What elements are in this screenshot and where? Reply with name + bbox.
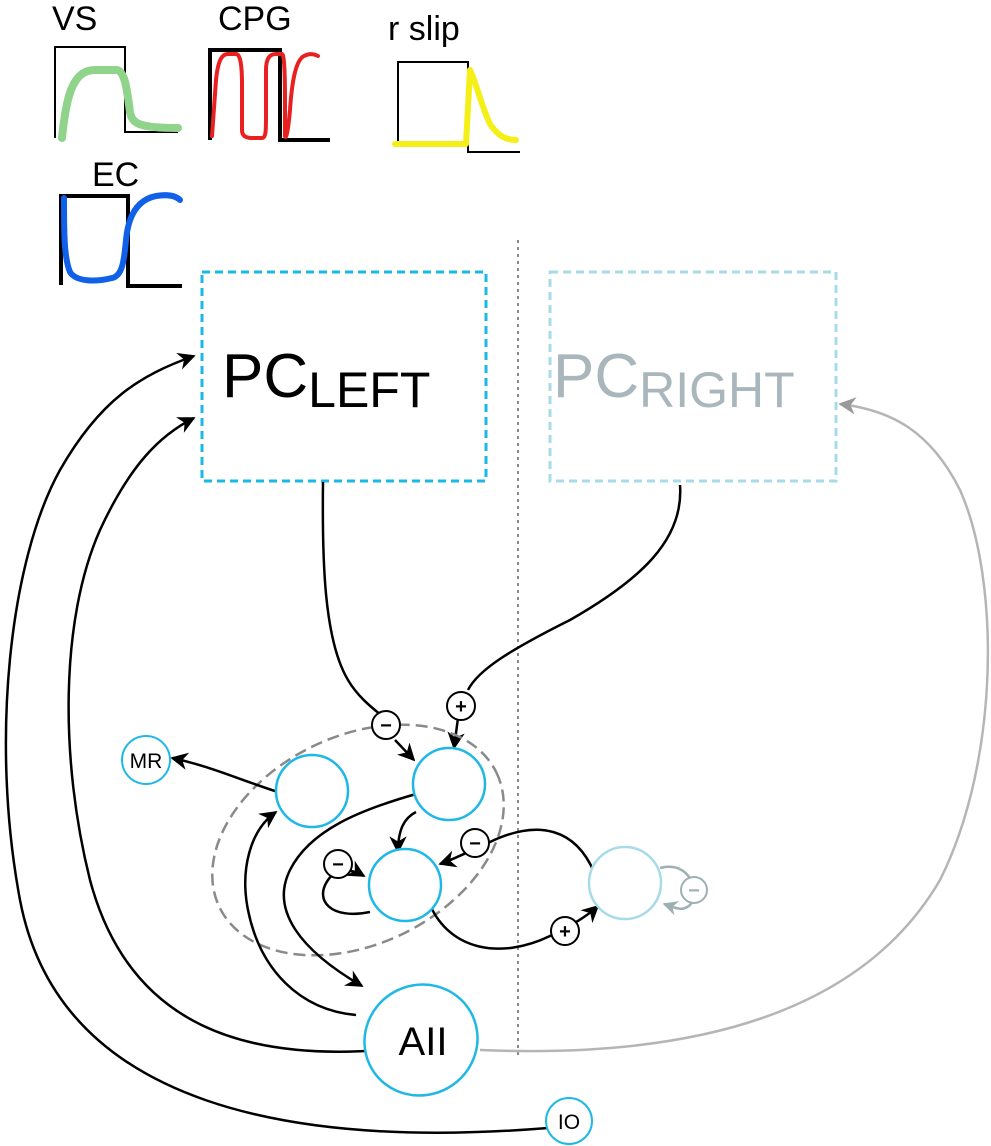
pc-right-sub-label: RIGHT — [639, 362, 795, 418]
cell2-to-aii-path — [282, 792, 417, 988]
nucleus-cell-2 — [411, 746, 487, 822]
pc-right-output-arrow — [447, 717, 465, 750]
sign-minus-label: − — [469, 833, 481, 855]
sign-plus-label: + — [559, 921, 571, 943]
trace-label-cpg: CPG — [218, 0, 292, 38]
pc-left-main-label: PC — [222, 342, 308, 411]
cell3-self-loop-path — [321, 860, 371, 915]
nucleus-cell-1 — [274, 753, 350, 829]
sign-plus-pc-right: + — [446, 691, 476, 721]
aii-node: AII — [363, 983, 479, 1097]
vs-response-line — [58, 66, 182, 142]
pc-right-main-label: PC — [553, 342, 639, 411]
aii-to-pc-left-path — [67, 416, 383, 1053]
io-node: IO — [545, 1097, 593, 1145]
aii-to-cell1-path — [244, 810, 357, 1017]
mr-label: MR — [130, 750, 163, 773]
trace-cpg: CPG — [208, 0, 330, 142]
cell2-to-cell3-path — [389, 810, 417, 854]
right-cell-to-cell3-path — [438, 828, 596, 873]
ec-stimulus-line — [59, 194, 182, 288]
trace-label-vs: VS — [52, 0, 97, 38]
trace-vs: VS — [52, 0, 182, 142]
sign-minus-right-to-cell3: − — [460, 828, 490, 858]
pc-left-sub-label: LEFT — [308, 362, 430, 418]
sign-minus-label: − — [332, 854, 344, 876]
pc-left-box: PCLEFT — [200, 270, 488, 483]
nucleus-cell-3 — [367, 847, 443, 923]
right-cell — [587, 845, 663, 921]
rslip-response-line — [392, 67, 519, 147]
svg-text:PCLEFT: PCLEFT — [222, 342, 430, 418]
sign-plus-label: + — [455, 696, 467, 718]
trace-ec: EC — [59, 156, 183, 288]
svg-text:PCRIGHT: PCRIGHT — [553, 342, 795, 418]
sign-minus-right-self: − — [680, 876, 708, 904]
right-cell-self-loop-path — [659, 865, 696, 916]
nucleus-outline — [211, 723, 505, 957]
io-to-pc-left-path — [4, 352, 549, 1134]
cell1-to-mr-path — [170, 752, 279, 794]
pc-right-output-path — [466, 484, 682, 691]
rslip-stimulus-line — [397, 61, 520, 153]
sign-plus-cell3-to-right: + — [550, 916, 580, 946]
sign-minus-pc-left: − — [371, 710, 401, 740]
cell3-to-right-cell-path — [428, 904, 600, 950]
trace-label-rslip: r slip — [388, 10, 460, 48]
mr-circle — [121, 735, 171, 785]
pc-right-border — [548, 270, 838, 483]
aii-to-pc-right-path — [479, 397, 990, 1053]
trace-label-ec: EC — [92, 156, 139, 194]
aii-label: AII — [399, 1020, 448, 1064]
vs-stimulus-line — [54, 46, 178, 138]
io-circle — [545, 1097, 593, 1145]
pc-right-box: PCRIGHT — [548, 270, 838, 483]
trace-rslip: r slip — [388, 10, 520, 153]
ec-response-line — [61, 192, 183, 284]
sign-minus-cell3-self: − — [323, 849, 353, 879]
sign-minus-label: − — [688, 880, 700, 902]
mr-node: MR — [121, 735, 171, 785]
cpg-stimulus-line — [208, 48, 330, 142]
pc-left-output-path — [321, 481, 393, 726]
io-label: IO — [558, 1111, 580, 1134]
aii-ellipse — [363, 983, 479, 1097]
sign-minus-label: − — [380, 715, 392, 737]
cpg-response-line — [210, 52, 320, 140]
pc-left-output-arrow — [394, 739, 416, 762]
